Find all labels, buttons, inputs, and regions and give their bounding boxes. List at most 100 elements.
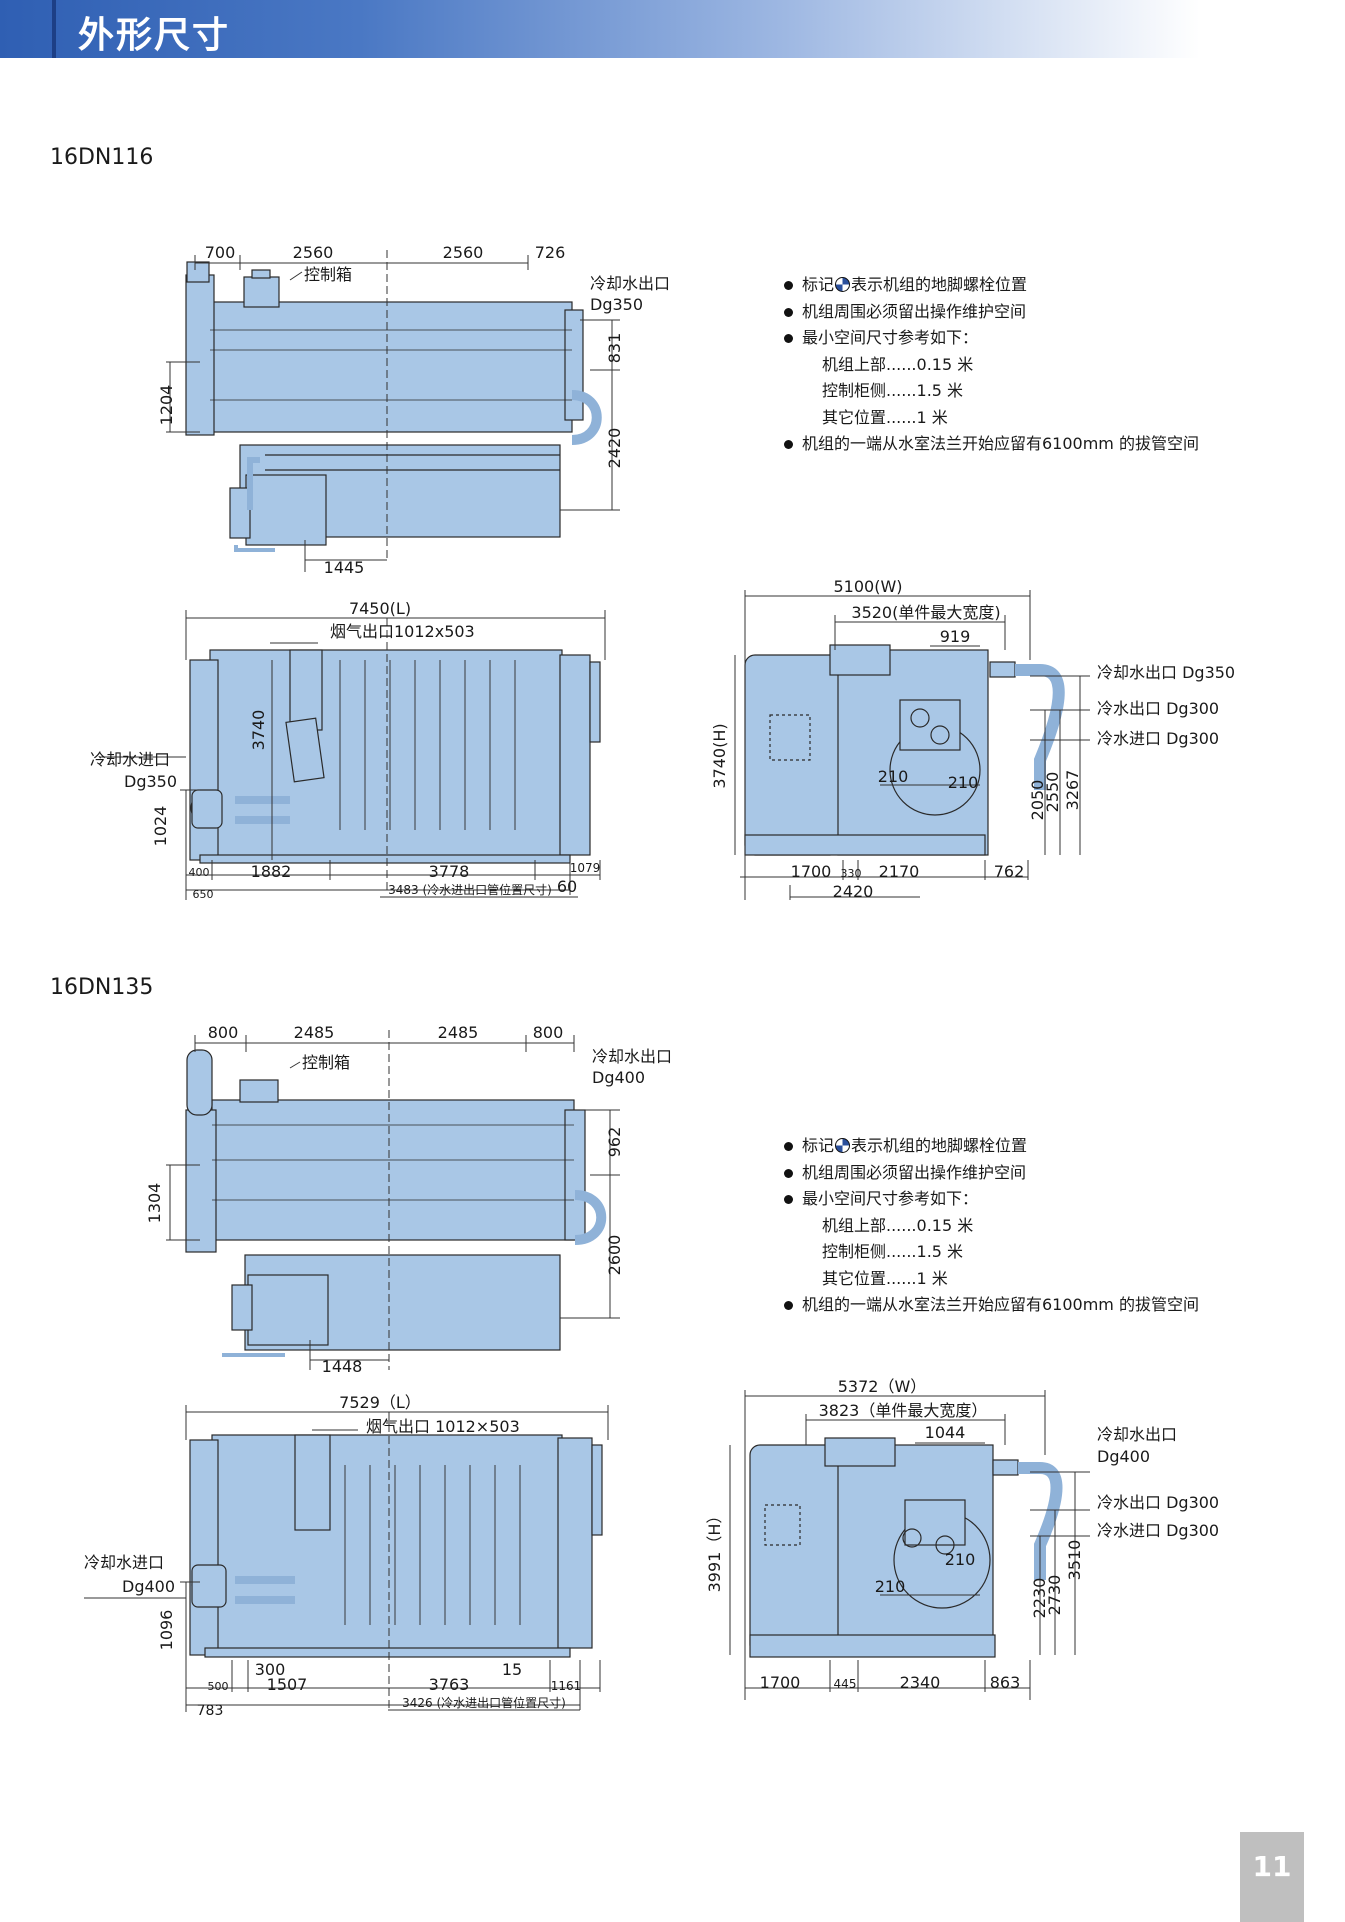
dim-16dn116-side-b1: 330 <box>841 867 862 880</box>
front-view-16dn135 <box>189 1434 603 1658</box>
side-view-dims-16dn135 <box>729 1390 1090 1700</box>
dim-16dn135-front-b3: 1161 <box>551 1679 582 1693</box>
top-view-main-shell-2 <box>211 1099 575 1241</box>
dim-16dn116-front-b2: 3778 <box>429 862 470 881</box>
dim-16dn116-front-b3: 1079 <box>570 861 601 875</box>
note-item: 机组周围必须留出操作维护空间 <box>782 1160 1199 1187</box>
dim-16dn116-bottom: 1445 <box>324 558 365 577</box>
dim-16dn135-left: 1304 <box>145 1183 164 1224</box>
dim-16dn135-side-b3: 863 <box>990 1673 1021 1692</box>
page-number: 11 <box>1252 1850 1292 1883</box>
front-view-body <box>209 649 563 861</box>
label-16dn116-inlet: 冷却水进口 <box>90 750 170 769</box>
label-16dn135-outlet-dg: Dg400 <box>592 1068 645 1087</box>
label-16dn135-side-3: 冷水进口 Dg300 <box>1097 1521 1219 1540</box>
side-view-dims-16dn116 <box>734 590 1090 900</box>
dim-16dn135-front-b0: 500 <box>208 1680 229 1693</box>
note-item: 标记表示机组的地脚螺栓位置 <box>782 272 1199 299</box>
dim-16dn135-top-2: 2485 <box>438 1023 479 1042</box>
dim-16dn135-side-b0: 1700 <box>760 1673 801 1692</box>
label-16dn116-outlet-dg: Dg350 <box>590 295 643 314</box>
dim-16dn116-side-total: 2420 <box>833 882 874 901</box>
note-text: 表示机组的地脚螺栓位置 <box>851 1136 1028 1155</box>
dim-16dn116-side-top: 919 <box>940 627 971 646</box>
dim-16dn116-right-1: 2420 <box>605 428 624 469</box>
dim-16dn116-side-right-0: 2050 <box>1028 780 1047 821</box>
note-item: 机组的一端从水室法兰开始应留有6100mm 的拔管空间 <box>782 431 1199 458</box>
notes-16dn135: 标记表示机组的地脚螺栓位置 机组周围必须留出操作维护空间 最小空间尺寸参考如下：… <box>782 1133 1199 1319</box>
dim-16dn135-front-c1: 3426 (冷水进出口管位置尺寸) <box>402 1695 566 1710</box>
note-item: 最小空间尺寸参考如下： <box>782 325 1199 352</box>
dim-16dn116-front-height: 3740 <box>249 710 268 751</box>
dim-16dn116-front-length: 7450(L) <box>349 599 411 618</box>
label-16dn135-inlet-dg: Dg400 <box>122 1577 175 1596</box>
note-text: 标记 <box>802 1136 835 1155</box>
dim-16dn135-right-1: 2600 <box>605 1235 624 1276</box>
control-box-2 <box>239 1079 279 1103</box>
dim-16dn116-side-maxpiece: 3520(单件最大宽度) <box>851 603 1000 622</box>
dim-16dn116-front-b1: 1882 <box>251 862 292 881</box>
dim-16dn135-side-b1: 445 <box>834 1677 857 1691</box>
label-16dn135-side-2: 冷水出口 Dg300 <box>1097 1493 1219 1512</box>
dim-16dn116-top-0: 700 <box>205 243 236 262</box>
note-subitem: 其它位置......1 米 <box>822 1268 948 1288</box>
header-accent-bar <box>52 0 56 58</box>
dim-16dn116-side-b2: 2170 <box>879 862 920 881</box>
dim-16dn135-front-c2: 300 <box>255 1660 286 1679</box>
dim-16dn135-side-height: 3991（H） <box>705 1508 724 1593</box>
notes-16dn116: 标记表示机组的地脚螺栓位置 机组周围必须留出操作维护空间 最小空间尺寸参考如下：… <box>782 272 1199 458</box>
dim-16dn135-side-top: 1044 <box>925 1423 966 1442</box>
dim-16dn135-side-inner-0: 210 <box>945 1550 976 1569</box>
dim-16dn116-side-b3: 762 <box>994 862 1025 881</box>
dim-16dn135-side-right-2: 3510 <box>1065 1540 1084 1581</box>
dim-16dn135-side-inner-1: 210 <box>875 1577 906 1596</box>
front-view-16dn116 <box>189 649 601 864</box>
control-box <box>243 276 280 308</box>
front-view-dims-16dn116 <box>100 610 606 900</box>
label-16dn116-outlet: 冷却水出口 <box>590 274 670 293</box>
dim-16dn116-left: 1204 <box>157 385 176 426</box>
dim-16dn116-front-left: 1024 <box>151 806 170 847</box>
section-header: 外形尺寸 <box>0 0 1200 58</box>
dim-16dn135-front-c0: 783 <box>197 1703 224 1719</box>
label-16dn135-inlet: 冷却水进口 <box>84 1553 164 1572</box>
dim-16dn116-front-c2: 60 <box>557 877 577 896</box>
dim-16dn135-bottom: 1448 <box>322 1357 363 1376</box>
side-view-16dn135 <box>749 1437 1063 1658</box>
dim-16dn135-front-c3: 15 <box>502 1660 522 1679</box>
dim-16dn135-right-0: 962 <box>605 1127 624 1158</box>
side-view-16dn116 <box>744 644 1065 856</box>
dim-16dn135-side-right-0: 2230 <box>1030 1578 1049 1619</box>
note-item: 最小空间尺寸参考如下： <box>782 1186 1199 1213</box>
page-number-box: 11 <box>1240 1832 1304 1922</box>
dim-16dn135-front-length: 7529（L） <box>339 1393 421 1412</box>
anchor-bolt-icon <box>835 1138 851 1153</box>
dim-16dn135-front-left: 1096 <box>157 1610 176 1651</box>
dim-16dn116-side-inner-0: 210 <box>878 767 909 786</box>
note-subitem: 机组上部......0.15 米 <box>822 1215 974 1235</box>
dim-16dn135-front-b1: 1507 <box>267 1675 308 1694</box>
note-text: 标记 <box>802 275 835 294</box>
dim-16dn116-top-3: 726 <box>535 243 566 262</box>
dim-16dn116-side-right-1: 2550 <box>1043 772 1062 813</box>
dim-16dn135-side-right-1: 2730 <box>1045 1575 1064 1616</box>
label-16dn135-flue: 烟气出口 1012×503 <box>366 1417 520 1436</box>
section-title: 外形尺寸 <box>78 15 231 56</box>
top-view-dims-16dn135 <box>166 1030 620 1370</box>
label-16dn116-inlet-dg: Dg350 <box>124 772 177 791</box>
anchor-bolt-icon <box>835 277 851 292</box>
dim-16dn135-side-b2: 2340 <box>900 1673 941 1692</box>
label-16dn116-side-2: 冷水进口 Dg300 <box>1097 729 1219 748</box>
label-16dn135-outlet: 冷却水出口 <box>592 1047 672 1066</box>
dim-16dn116-top-1: 2560 <box>293 243 334 262</box>
top-view-16dn135 <box>185 1049 607 1357</box>
top-view-main-shell <box>209 301 573 433</box>
model-title-16dn116: 16DN116 <box>50 145 154 170</box>
dim-16dn116-side-inner-1: 210 <box>948 773 979 792</box>
dim-16dn116-side-width: 5100(W) <box>833 577 902 596</box>
note-item: 标记表示机组的地脚螺栓位置 <box>782 1133 1199 1160</box>
dim-16dn116-front-b0: 400 <box>189 866 210 879</box>
label-16dn116-flue: 烟气出口1012x503 <box>330 622 475 641</box>
note-text: 表示机组的地脚螺栓位置 <box>851 275 1028 294</box>
dim-16dn116-front-c0: 650 <box>193 888 214 901</box>
